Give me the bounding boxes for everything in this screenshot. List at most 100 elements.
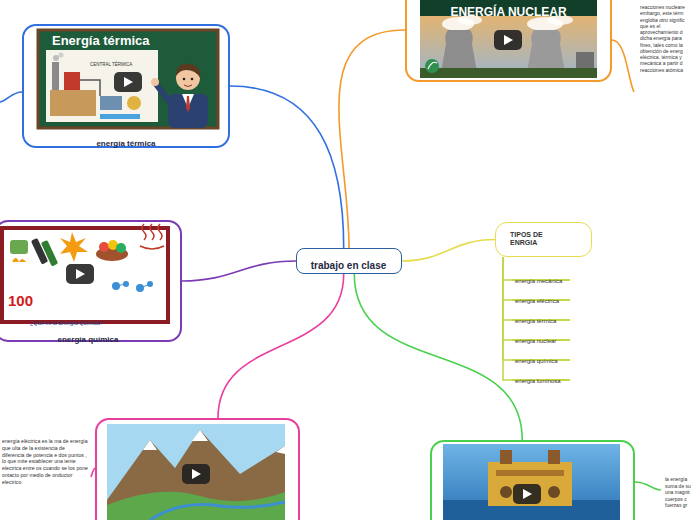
text-slot: energia eléctrica xyxy=(515,289,570,307)
art-shape xyxy=(140,246,164,249)
art-shape xyxy=(0,92,22,102)
art-shape xyxy=(186,96,190,112)
thermal-thumbnail xyxy=(38,30,218,128)
art-shape xyxy=(80,80,100,96)
node-text: energía térmica xyxy=(96,139,155,149)
art-shape xyxy=(12,258,26,262)
image-label: 100 xyxy=(8,292,33,310)
text-slot: energia nuclear xyxy=(515,329,570,347)
art-shape xyxy=(168,94,208,128)
text-slot: energía eléctrica es la ma de energía qu… xyxy=(2,438,88,488)
art-shape xyxy=(124,77,133,87)
art-shape xyxy=(156,84,168,100)
art-shape xyxy=(635,482,661,490)
art-shape xyxy=(2,228,168,322)
branch-connector xyxy=(218,274,344,418)
text-slot: trabajo en clase xyxy=(297,255,400,273)
art-shape xyxy=(140,284,150,288)
art-shape xyxy=(59,53,64,58)
text-slot: TIPOS DE ENRGIA xyxy=(510,231,556,249)
art-shape xyxy=(76,269,85,279)
branch-connector xyxy=(182,261,296,281)
text-slot: reacciones nucleare embargo, este térm e… xyxy=(640,4,694,76)
art-shape xyxy=(513,484,541,504)
video-card: energía eléctrica es la ma de energía qu… xyxy=(95,418,300,520)
art-shape xyxy=(192,469,201,479)
text-slot: energia mecánica xyxy=(515,269,570,287)
text-slot: energia térmica xyxy=(515,309,570,327)
list-item: energia luminosa xyxy=(512,366,570,381)
art-shape xyxy=(500,450,512,464)
node-text: energía química xyxy=(58,335,119,345)
topic-box: TIPOS DE ENRGIA xyxy=(495,222,592,257)
art-shape xyxy=(142,224,162,240)
art-shape xyxy=(494,30,522,50)
art-shape xyxy=(191,78,194,81)
chemical-thumbnail xyxy=(2,224,168,322)
art-shape xyxy=(192,430,208,441)
branch-connector xyxy=(503,257,512,380)
list-item: energia nuclear xyxy=(512,326,570,341)
branch-connector xyxy=(339,30,405,248)
central-topic: trabajo en clase xyxy=(296,248,402,274)
video-card: la energía suma de su una magnit cuerpos… xyxy=(430,440,635,520)
art-shape xyxy=(114,72,142,92)
art-shape xyxy=(107,492,285,520)
art-shape xyxy=(548,486,560,498)
art-shape xyxy=(38,30,218,128)
branch-connector xyxy=(503,257,512,280)
text-slot: 100 xyxy=(8,292,48,310)
art-shape xyxy=(612,40,634,92)
text-slot: CENTRAL TÉRMICA xyxy=(90,52,152,70)
node-text: energia nuclear xyxy=(515,338,556,345)
art-shape xyxy=(60,232,88,262)
branch-connector xyxy=(230,86,344,248)
art-shape xyxy=(276,446,285,454)
art-shape xyxy=(107,430,285,520)
art-shape xyxy=(488,462,572,506)
image-label: ¿Qué es la Energía Química? xyxy=(30,320,103,327)
art-shape xyxy=(523,489,532,499)
art-shape xyxy=(99,242,109,252)
list-item: energia térmica xyxy=(512,306,570,321)
art-shape xyxy=(151,78,159,86)
electric-thumbnail xyxy=(107,424,285,520)
art-shape xyxy=(52,62,59,94)
node-text: energia química xyxy=(515,358,558,365)
art-shape xyxy=(420,68,597,78)
list-item: energia química xyxy=(512,346,570,361)
art-shape xyxy=(500,486,512,498)
art-shape xyxy=(176,64,200,78)
node-text: energia mecánica xyxy=(515,278,562,285)
text-slot: energia luminosa xyxy=(515,369,570,387)
text-slot: ¿Qué es la Energía Química? xyxy=(30,311,150,329)
art-shape xyxy=(150,502,285,520)
image-label: Energía térmica xyxy=(52,33,150,49)
node-text: energia eléctrica xyxy=(515,298,559,305)
branch-connector xyxy=(402,240,495,262)
art-shape xyxy=(420,0,597,78)
text-slot: ENERGÍA NUCLEAR xyxy=(420,2,597,20)
video-card: ENERGÍA NUCLEARreacciones nucleare embar… xyxy=(405,0,612,82)
node-text: energía eléctrica es la ma de energía qu… xyxy=(2,438,88,485)
text-slot: Energía térmica xyxy=(52,31,202,49)
art-shape xyxy=(428,62,437,69)
art-shape xyxy=(64,72,80,90)
node-text: TIPOS DE ENRGIA xyxy=(510,231,556,248)
list-item: energia eléctrica xyxy=(512,286,570,301)
node-text: trabajo en clase xyxy=(311,260,387,272)
text-slot: la energía suma de su una magnit cuerpos… xyxy=(665,476,695,511)
art-shape xyxy=(107,424,285,520)
art-shape xyxy=(443,444,620,520)
art-shape xyxy=(66,264,94,284)
art-shape xyxy=(50,90,96,116)
art-shape xyxy=(41,240,58,267)
mechanical-thumbnail xyxy=(443,444,620,520)
node-text: ENERGÍA NUCLEAR xyxy=(450,5,566,19)
art-shape xyxy=(100,96,122,110)
art-shape xyxy=(182,464,210,484)
note-text: reacciones nucleare embargo, este térm e… xyxy=(640,4,694,73)
list-item: energia mecánica xyxy=(512,266,570,281)
art-shape xyxy=(504,35,513,45)
